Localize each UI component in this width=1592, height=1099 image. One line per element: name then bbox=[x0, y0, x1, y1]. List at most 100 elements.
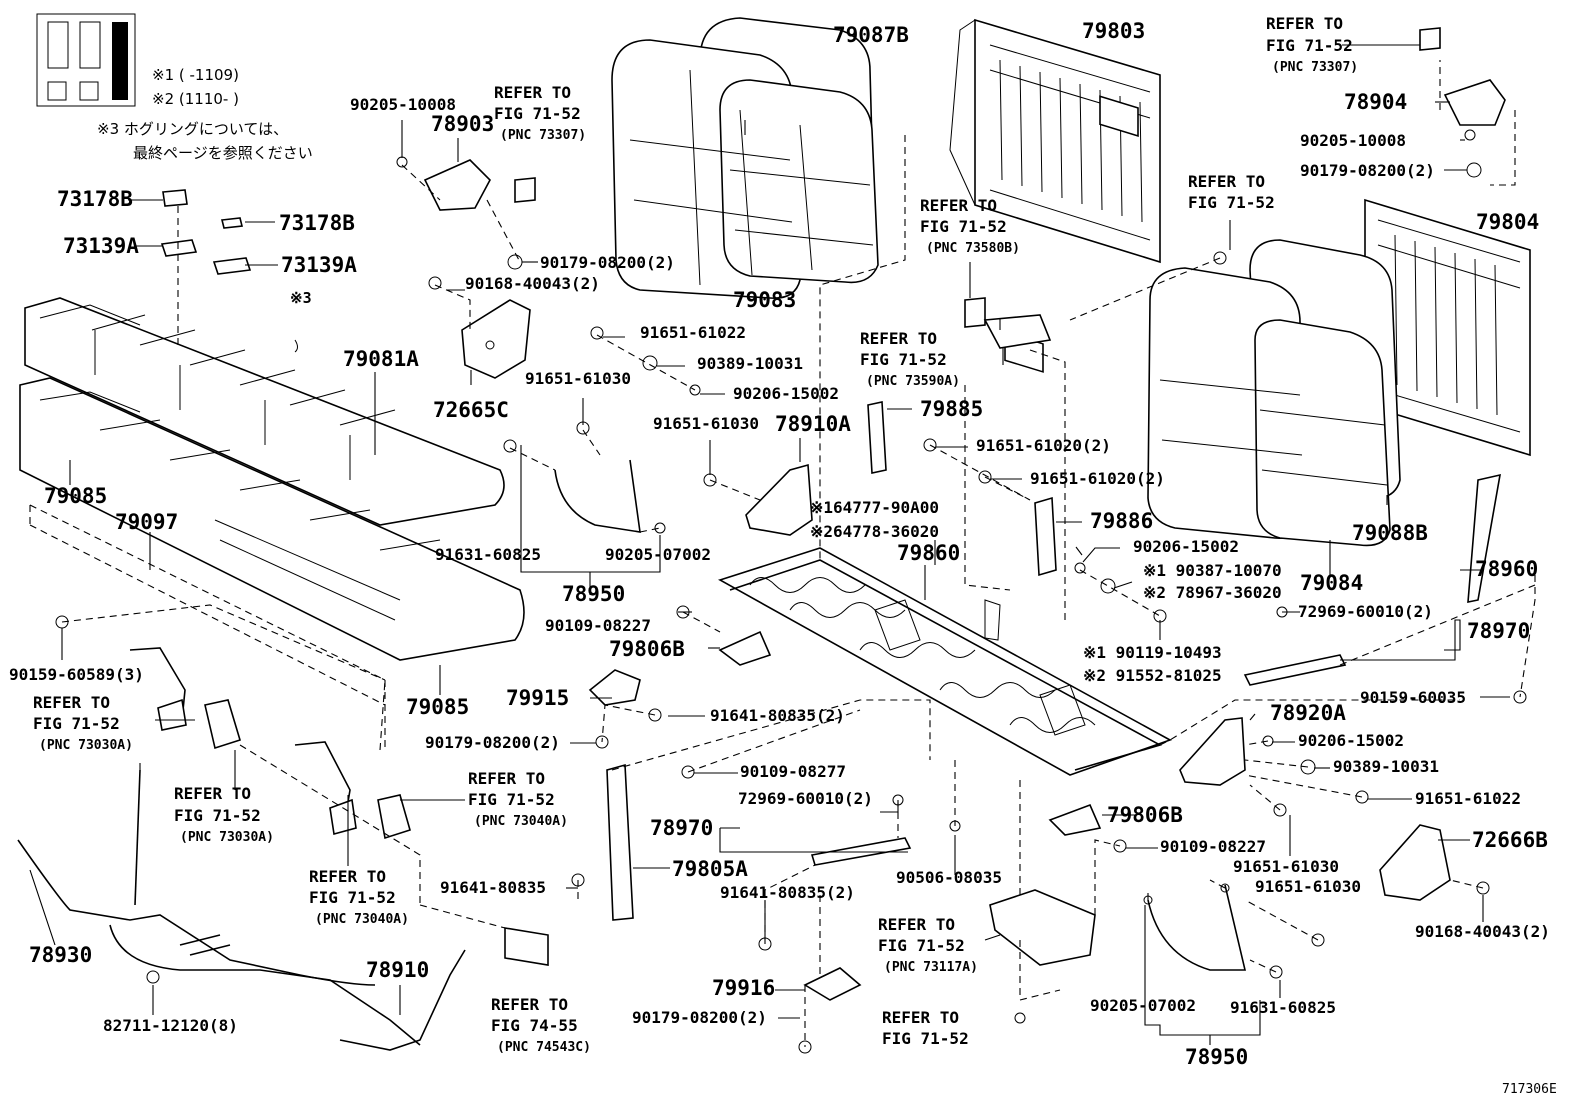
ref-r3-line3: (PNC 73580B) bbox=[926, 241, 1020, 256]
label-72969-60010-2-right: 72969-60010(2) bbox=[1298, 602, 1433, 621]
label-91631-60825-b: 91631-60825 bbox=[1230, 998, 1336, 1017]
seat-belts-73030A-73040A-drawing bbox=[129, 647, 411, 840]
label-78910: 78910 bbox=[366, 958, 429, 982]
label-73139A-b: 73139A bbox=[281, 253, 357, 277]
label-90179-08200-2-bottom: 90179-08200(2) bbox=[632, 1008, 767, 1027]
label-79806B-a: 79806B bbox=[609, 637, 685, 661]
leader-lines bbox=[29, 44, 1510, 1045]
label-72665C: 72665C bbox=[433, 398, 509, 422]
ref-r6-line1: REFER TO bbox=[33, 693, 110, 712]
seatback-79088B-drawing bbox=[1147, 239, 1401, 547]
label-90205-07002-b: 90205-07002 bbox=[1090, 996, 1196, 1015]
label-73139A-a: 73139A bbox=[63, 234, 139, 258]
ref-r9-line1: REFER TO bbox=[309, 867, 386, 886]
ref-r4-line3: (PNC 73590A) bbox=[866, 374, 960, 389]
ref-r8-line2: FIG 71-52 bbox=[468, 790, 555, 809]
label-79803: 79803 bbox=[1082, 19, 1145, 43]
ref-r4-line2: FIG 71-52 bbox=[860, 350, 947, 369]
label-90109-08277: 90109-08277 bbox=[740, 762, 846, 781]
ref-r2-line1: REFER TO bbox=[494, 83, 571, 102]
label-note-3-mark: ※3 bbox=[290, 289, 312, 307]
cables-78930-78910-drawing bbox=[17, 769, 466, 1051]
label-91651-61030-b: 91651-61030 bbox=[653, 414, 759, 433]
label-64778-36020: ※264778-36020 bbox=[810, 522, 939, 541]
label-72666B: 72666B bbox=[1472, 828, 1548, 852]
bracket-79806B-drawing bbox=[718, 630, 1102, 836]
label-79806B-b: 79806B bbox=[1107, 803, 1183, 827]
label-90179-08200-2-mid: 90179-08200(2) bbox=[425, 733, 560, 752]
label-90506-08035: 90506-08035 bbox=[896, 868, 1002, 887]
label-73178B-b: 73178B bbox=[279, 211, 355, 235]
strap-78950-drawing bbox=[554, 459, 1247, 971]
ref-r7-line3: (PNC 73030A) bbox=[180, 830, 274, 845]
figure-id: 717306E bbox=[1502, 1082, 1557, 1097]
ref-r5-line2: FIG 71-52 bbox=[1188, 193, 1275, 212]
label-79860: 79860 bbox=[897, 541, 960, 565]
label-79916: 79916 bbox=[712, 976, 775, 1000]
label-79084: 79084 bbox=[1300, 571, 1363, 595]
label-91651-61030-c: 91651-61030 bbox=[1233, 857, 1339, 876]
buckle-73580B-drawing bbox=[964, 297, 1052, 349]
label-79886: 79886 bbox=[1090, 509, 1153, 533]
label-90205-07002-a: 90205-07002 bbox=[605, 545, 711, 564]
guide-79885-drawing bbox=[867, 401, 887, 474]
label-79088B: 79088B bbox=[1352, 521, 1428, 545]
bar-79805A-drawing bbox=[606, 763, 634, 921]
seat-frame-79860-drawing bbox=[717, 547, 1172, 776]
ref-r7-line1: REFER TO bbox=[174, 784, 251, 803]
label-91651-61030-d: 91651-61030 bbox=[1255, 877, 1361, 896]
label-91651-61030-a: 91651-61030 bbox=[525, 369, 631, 388]
legend-note-3-line2: 最終ページを参照ください bbox=[133, 144, 313, 162]
legend-note-3-line1: ※3 ホグリングについては、 bbox=[97, 120, 288, 138]
label-91631-60825-a: 91631-60825 bbox=[435, 545, 541, 564]
label-64777-90A00: ※164777-90A00 bbox=[810, 498, 939, 517]
bracket-79915-drawing bbox=[588, 669, 641, 706]
ref-r4-line1: REFER TO bbox=[860, 329, 937, 348]
label-90387-10070: ※1 90387-10070 bbox=[1143, 561, 1282, 580]
label-82711-12120-8: 82711-12120(8) bbox=[103, 1016, 238, 1035]
label-78950-b: 78950 bbox=[1185, 1045, 1248, 1069]
cover-79916-drawing bbox=[803, 967, 862, 1001]
ref-r12-line1: REFER TO bbox=[882, 1008, 959, 1027]
label-90206-15002-a: 90206-15002 bbox=[733, 384, 839, 403]
label-90159-60589-3: 90159-60589(3) bbox=[9, 665, 144, 684]
label-91552-81025: ※2 91552-81025 bbox=[1083, 666, 1222, 685]
ref-r8-line1: REFER TO bbox=[468, 769, 545, 788]
label-90206-15002-b: 90206-15002 bbox=[1133, 537, 1239, 556]
ref-r1-line2: FIG 71-52 bbox=[1266, 36, 1353, 55]
rail-78970-drawing bbox=[810, 654, 1347, 866]
belt-78960-drawing bbox=[1467, 473, 1501, 603]
ref-r2-line3: (PNC 73307) bbox=[500, 128, 586, 143]
label-90206-15002-c: 90206-15002 bbox=[1298, 731, 1404, 750]
seat-cushion-79085-drawing bbox=[19, 377, 525, 661]
ref-r2-line2: FIG 71-52 bbox=[494, 104, 581, 123]
tray-73117A-drawing bbox=[989, 889, 1096, 1001]
latch-78910A-drawing bbox=[745, 463, 813, 536]
label-91641-80835-2-a: 91641-80835(2) bbox=[710, 706, 845, 725]
label-90119-10493: ※1 90119-10493 bbox=[1083, 643, 1222, 662]
label-90205-10008-left: 90205-10008 bbox=[350, 95, 456, 114]
label-79804: 79804 bbox=[1476, 210, 1539, 234]
label-78910A: 78910A bbox=[775, 412, 851, 436]
bracket-72665C-drawing bbox=[461, 299, 531, 379]
bracket-72666B-drawing bbox=[1379, 824, 1451, 901]
label-79087B: 79087B bbox=[833, 23, 909, 47]
ref-r10-line1: REFER TO bbox=[491, 995, 568, 1014]
ref-r6-line2: FIG 71-52 bbox=[33, 714, 120, 733]
label-79885: 79885 bbox=[920, 397, 983, 421]
ref-r9-line3: (PNC 73040A) bbox=[315, 912, 409, 927]
label-91651-61020-2-b: 91651-61020(2) bbox=[1030, 469, 1165, 488]
cushion-pad-79097-drawing bbox=[29, 504, 386, 750]
label-90159-60035: 90159-60035 bbox=[1360, 688, 1466, 707]
ref-r10-line3: (PNC 74543C) bbox=[497, 1040, 591, 1055]
label-79805A: 79805A bbox=[672, 857, 748, 881]
label-78903: 78903 bbox=[431, 112, 494, 136]
ref-r1-line1: REFER TO bbox=[1266, 14, 1343, 33]
label-78960: 78960 bbox=[1475, 557, 1538, 581]
ref-r9-line2: FIG 71-52 bbox=[309, 888, 396, 907]
seatback-79087B-drawing bbox=[611, 17, 879, 299]
label-90389-10031-a: 90389-10031 bbox=[697, 354, 803, 373]
ref-r3-line1: REFER TO bbox=[920, 196, 997, 215]
label-78920A: 78920A bbox=[1270, 701, 1346, 725]
